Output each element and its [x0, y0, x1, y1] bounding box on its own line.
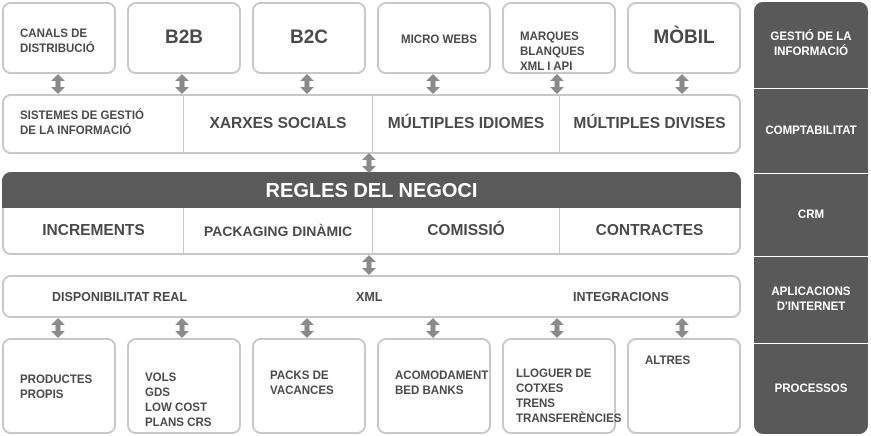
- sidebar-processos-label: PROCESSOS: [774, 382, 848, 395]
- xml-label: XML: [356, 289, 383, 304]
- b2c-label: B2C: [289, 27, 328, 48]
- mobil-box: MÒBIL: [627, 2, 741, 74]
- sidebar-aplicacions-label: APLICACIONS D'INTERNET: [771, 286, 851, 313]
- integration-bar: DISPONIBILITAT REAL XML INTEGRACIONS: [2, 275, 741, 318]
- vols-box: VOLS GDS LOW COST PLANS CRS: [127, 338, 241, 434]
- comissio-label: COMISSIÓ: [427, 221, 505, 239]
- sistemes-gestio-label: SISTEMES DE GESTIÓ DE LA INFORMACIÓ: [20, 110, 144, 137]
- multiples-idiomes-label: MÚLTIPLES IDIOMES: [387, 115, 545, 132]
- double-arrow-icon: [300, 318, 314, 338]
- acomodament-label: ACOMODAMENT BED BANKS: [395, 370, 489, 397]
- sidebar-crm: CRM: [754, 174, 868, 256]
- sistemes-gestio-cell: SISTEMES DE GESTIÓ DE LA INFORMACIÓ: [4, 96, 183, 152]
- micro-webs-label: MICRO WEBS: [401, 34, 478, 46]
- acomodament-box: ACOMODAMENT BED BANKS: [377, 338, 491, 434]
- double-arrow-icon: [175, 318, 189, 338]
- double-arrow-icon: [675, 318, 689, 338]
- increments-cell: INCREMENTS: [4, 208, 183, 253]
- multiples-idiomes-cell: MÚLTIPLES IDIOMES: [372, 96, 559, 152]
- micro-webs-box: MICRO WEBS: [377, 2, 491, 74]
- increments-label: INCREMENTS: [42, 221, 145, 239]
- lloguer-box: LLOGUER DE COTXES TRENS TRANSFERÈNCIES: [502, 338, 621, 434]
- multiples-divises-cell: MÚLTIPLES DIVISES: [559, 96, 739, 152]
- packaging-dinamic-cell: PACKAGING DINÀMIC: [183, 208, 372, 253]
- double-arrow-icon: [362, 153, 376, 173]
- b2b-box: B2B: [127, 2, 241, 74]
- xml-cell: XML: [356, 277, 382, 316]
- double-arrow-icon: [175, 74, 189, 94]
- b2b-label: B2B: [164, 27, 203, 48]
- double-arrow-icon: [426, 318, 440, 338]
- double-arrow-icon: [300, 74, 314, 94]
- xarxes-socials-cell: XARXES SOCIALS: [183, 96, 372, 152]
- productes-propis-label: PRODUCTES PROPIS: [20, 374, 93, 401]
- double-arrow-icon: [51, 74, 65, 94]
- multiples-divises-label: MÚLTIPLES DIVISES: [573, 115, 726, 132]
- canals-distribucio-box: CANALS DE DISTRIBUCIÓ: [2, 2, 116, 74]
- double-arrow-icon: [362, 255, 376, 275]
- regles-negoci-title: REGLES DEL NEGOCI: [265, 179, 478, 202]
- canals-distribucio-label: CANALS DE DISTRIBUCIÓ: [20, 28, 95, 55]
- double-arrow-icon: [675, 74, 689, 94]
- altres-label: ALTRES: [645, 355, 691, 367]
- sidebar-comptabilitat: COMPTABILITAT: [754, 89, 868, 173]
- sidebar-gestio-label: GESTIÓ DE LA INFORMACIÓ: [770, 31, 852, 58]
- disponibilitat-real-label: DISPONIBILITAT REAL: [52, 289, 187, 304]
- packaging-dinamic-label: PACKAGING DINÀMIC: [203, 222, 353, 239]
- sidebar-crm-label: CRM: [797, 208, 825, 221]
- mobil-label: MÒBIL: [653, 27, 715, 48]
- integracions-label: INTEGRACIONS: [573, 289, 669, 304]
- rules-bar: INCREMENTS PACKAGING DINÀMIC COMISSIÓ CO…: [2, 208, 741, 255]
- packs-vacances-box: PACKS DE VACANCES: [252, 338, 366, 434]
- sidebar-processos: PROCESSOS: [754, 344, 868, 434]
- systems-bar: SISTEMES DE GESTIÓ DE LA INFORMACIÓ XARX…: [2, 94, 741, 154]
- marques-blanques-box: MARQUES BLANQUES XML I API: [502, 2, 616, 74]
- double-arrow-icon: [550, 74, 564, 94]
- sidebar-gestio-informacio: GESTIÓ DE LA INFORMACIÓ: [754, 2, 868, 88]
- altres-box: ALTRES: [627, 338, 741, 434]
- packs-vacances-label: PACKS DE VACANCES: [270, 370, 334, 397]
- b2c-box: B2C: [252, 2, 366, 74]
- contractes-cell: CONTRACTES: [559, 208, 739, 253]
- comissio-cell: COMISSIÓ: [372, 208, 559, 253]
- regles-negoci-header: REGLES DEL NEGOCI: [2, 172, 741, 210]
- double-arrow-icon: [426, 74, 440, 94]
- sidebar-comptabilitat-label: COMPTABILITAT: [765, 124, 857, 137]
- lloguer-label: LLOGUER DE COTXES TRENS TRANSFERÈNCIES: [516, 368, 622, 425]
- sidebar-aplicacions-internet: APLICACIONS D'INTERNET: [754, 257, 868, 343]
- double-arrow-icon: [51, 318, 65, 338]
- productes-propis-box: PRODUCTES PROPIS: [2, 338, 116, 434]
- contractes-label: CONTRACTES: [595, 221, 704, 239]
- integracions-cell: INTEGRACIONS: [573, 277, 669, 316]
- marques-blanques-label: MARQUES BLANQUES XML I API: [520, 31, 585, 73]
- vols-label: VOLS GDS LOW COST PLANS CRS: [145, 372, 212, 429]
- xarxes-socials-label: XARXES SOCIALS: [209, 115, 347, 132]
- disponibilitat-real-cell: DISPONIBILITAT REAL: [52, 277, 187, 316]
- double-arrow-icon: [550, 318, 564, 338]
